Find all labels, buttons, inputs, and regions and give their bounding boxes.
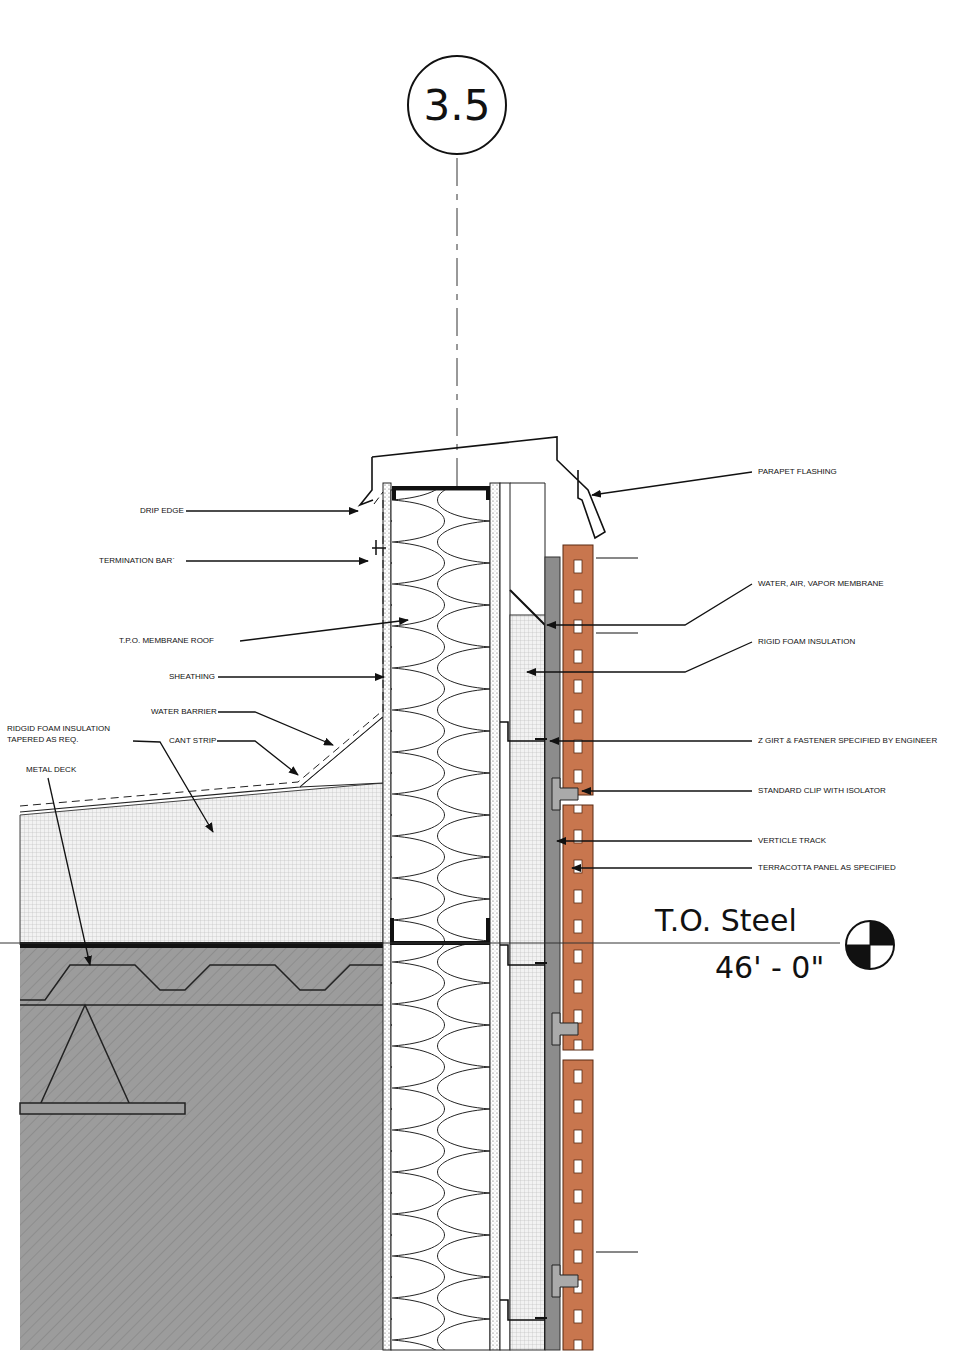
- callout-label: VERTICLE TRACK: [757, 835, 827, 846]
- grid-number: 3.5: [424, 81, 491, 130]
- callout-label: TERRACOTTA PANEL AS SPECIFIED: [757, 862, 897, 873]
- callout-label: PARAPET FLASHING: [757, 466, 838, 477]
- level-label: T.O. Steel: [653, 903, 799, 939]
- callout-label: DRIP EDGE: [139, 505, 185, 516]
- callout-label: SHEATHING: [168, 671, 216, 682]
- callout-label: CANT STRIP: [168, 735, 217, 746]
- callout-label: WATER, AIR, VAPOR MEMBRANE: [757, 578, 885, 589]
- callout-label: T.P.O. MEMBRANE ROOF: [118, 635, 215, 646]
- callout-label: METAL DECK: [25, 764, 77, 775]
- callout-label: RIDGID FOAM INSULATION TAPERED AS REQ.: [6, 723, 133, 745]
- level-label: 46' - 0": [713, 950, 826, 986]
- callout-label: Z GIRT & FASTENER SPECIFIED BY ENGINEER: [757, 735, 938, 746]
- callout-label: TERMINATION BAR`: [98, 555, 176, 566]
- callout-label: STANDARD CLIP WITH ISOLATOR: [757, 785, 887, 796]
- callout-label: WATER BARRIER: [150, 706, 218, 717]
- grid-bubble: 3.5: [407, 55, 507, 155]
- callout-label: RIGID FOAM INSULATION: [757, 636, 856, 647]
